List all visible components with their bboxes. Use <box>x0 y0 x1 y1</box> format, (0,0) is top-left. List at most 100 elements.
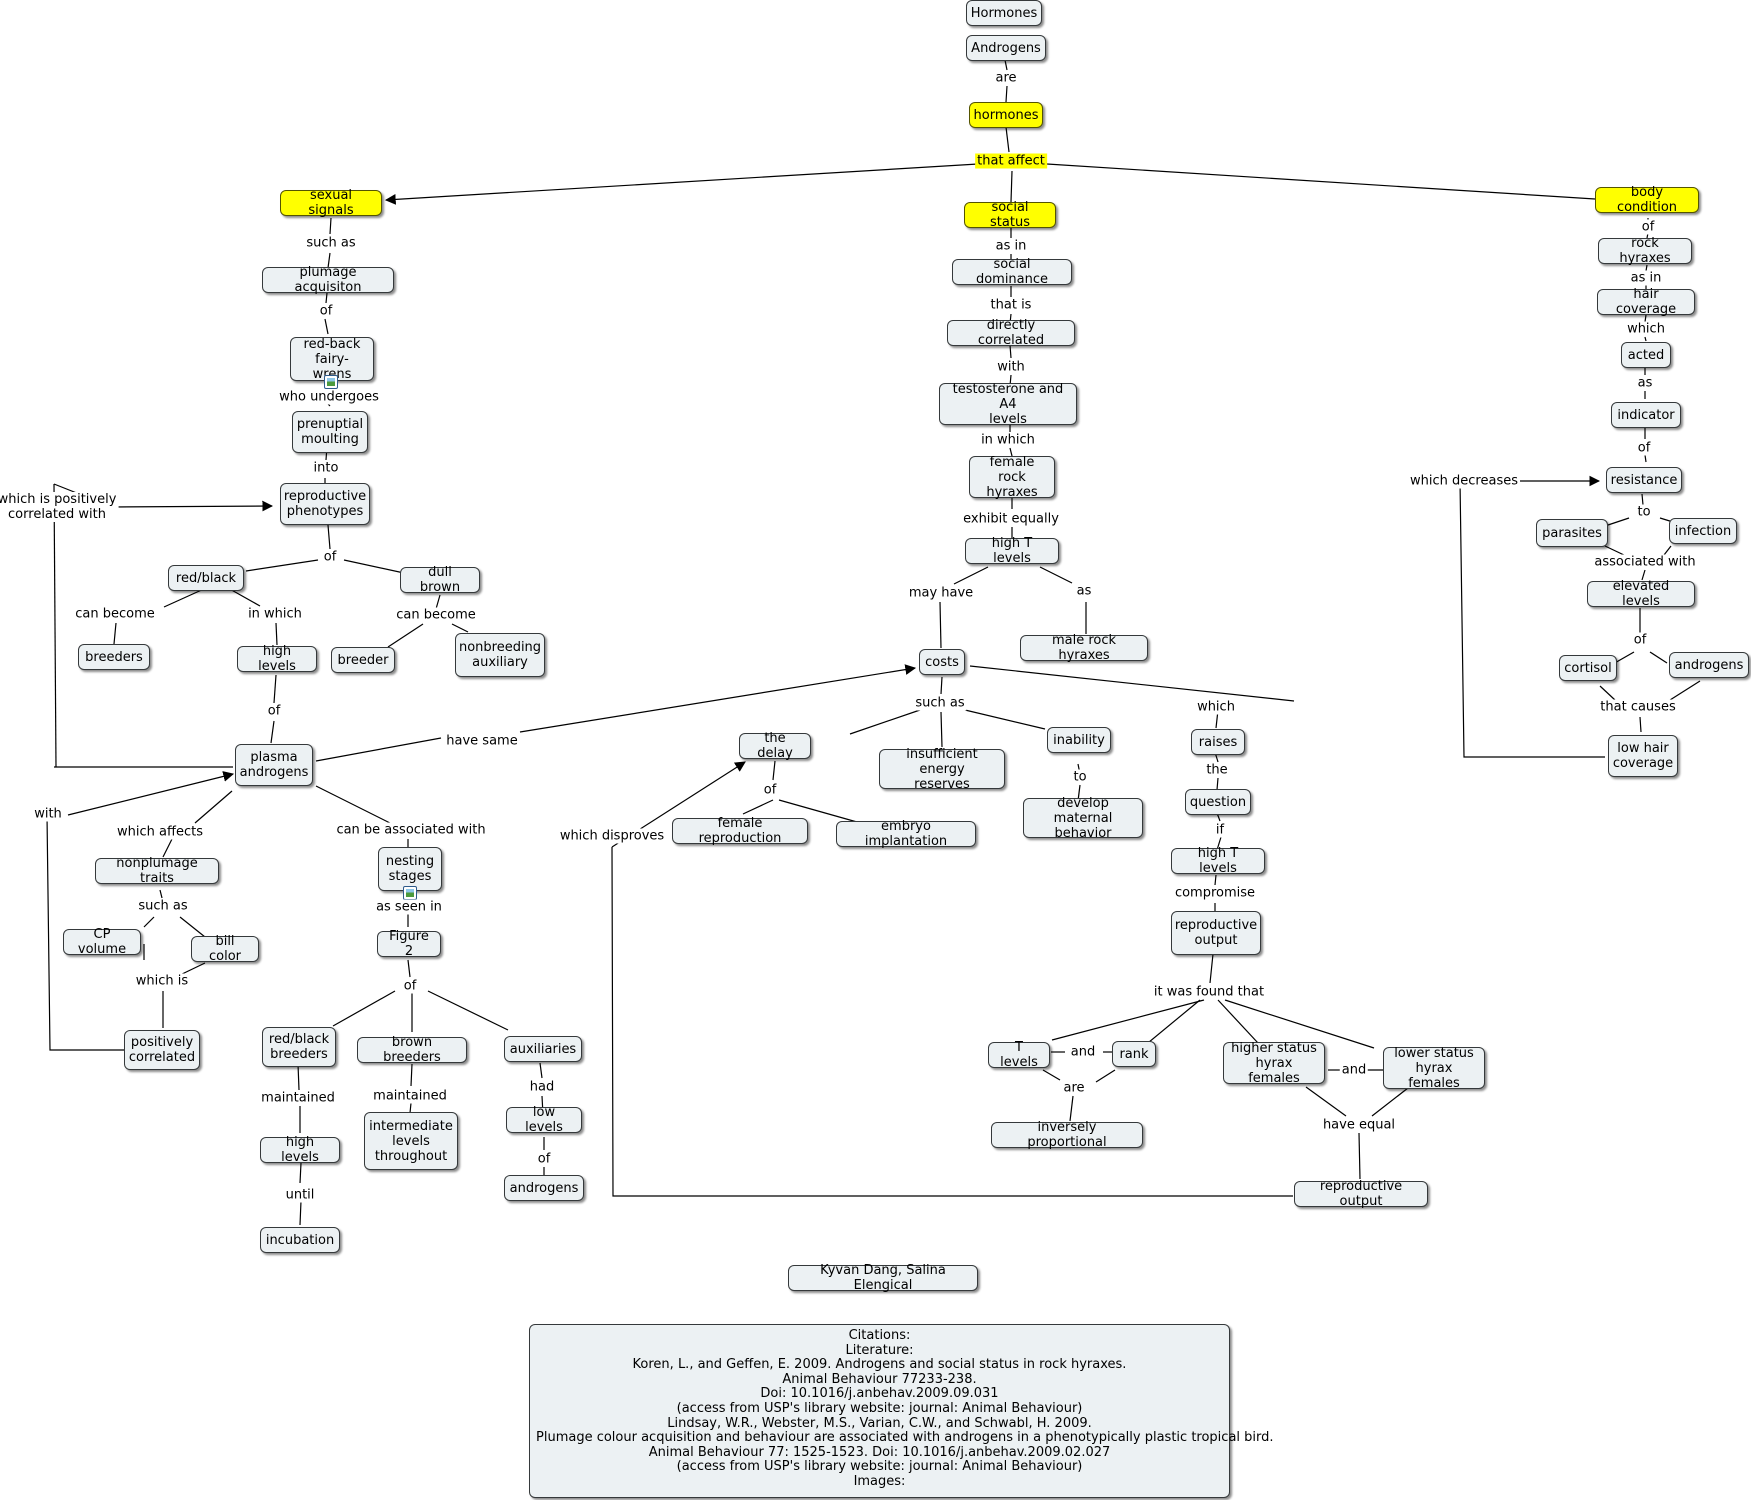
concept-female-reproduction[interactable]: female reproduction <box>672 816 808 846</box>
link-that-causes: that causes <box>1598 699 1678 715</box>
link-of: of <box>321 549 339 565</box>
concept-intermediate-levels[interactable]: intermediate levels throughout <box>364 1112 458 1170</box>
concept-social-status[interactable]: social status <box>964 200 1056 230</box>
concept-insufficient-energy[interactable]: insufficient energy reserves <box>879 747 1005 792</box>
citation-line: Citations: <box>848 1328 911 1343</box>
concept-reproductive-phenotypes[interactable]: reproductive phenotypes <box>280 483 370 525</box>
link-of: of <box>535 1151 553 1167</box>
citations-box: Citations: Literature: Koren, L., and Ge… <box>529 1324 1274 1498</box>
link-of: of <box>1639 219 1657 235</box>
concept-prenuptial-moulting[interactable]: prenuptial moulting <box>292 411 368 453</box>
citation-line: Literature: <box>845 1342 914 1358</box>
link-which: which <box>1195 699 1237 715</box>
concept-embryo-implantation[interactable]: embryo implantation <box>836 819 976 849</box>
concept-question[interactable]: question <box>1185 789 1251 815</box>
concept-auxiliaries[interactable]: auxiliaries <box>504 1036 582 1062</box>
concept-sexual-signals[interactable]: sexual signals <box>280 188 382 218</box>
concept-the-delay[interactable]: the delay <box>739 731 811 761</box>
concept-reproductive-output-2[interactable]: reproductive output <box>1294 1179 1428 1209</box>
concept-androgens[interactable]: Androgens <box>966 35 1046 61</box>
concept-nonbreeding-auxiliary[interactable]: nonbreeding auxiliary <box>455 633 545 677</box>
concept-androgens-right[interactable]: androgens <box>1669 652 1749 678</box>
concept-red-black[interactable]: red/black <box>168 565 244 591</box>
concept-nonplumage-traits[interactable]: nonplumage traits <box>95 856 219 886</box>
link-such-as: such as <box>136 898 190 914</box>
link-associated-with: associated with <box>1592 554 1698 570</box>
link-to: to <box>1071 769 1089 785</box>
link-may-have: may have <box>906 585 976 601</box>
concept-reproductive-output-1[interactable]: reproductive output <box>1171 911 1261 955</box>
link-with: with <box>995 359 1027 375</box>
concept-incubation[interactable]: incubation <box>260 1227 340 1253</box>
concept-inability[interactable]: inability <box>1047 727 1111 753</box>
concept-positively-correlated[interactable]: positively correlated <box>124 1030 200 1070</box>
concept-dull-brown[interactable]: dull brown <box>400 565 480 595</box>
concept-low-levels[interactable]: low levels <box>506 1105 582 1135</box>
concept-female-rock-hyraxes[interactable]: female rock hyraxes <box>969 455 1055 500</box>
concept-inversely-proportional[interactable]: inversely proportional <box>991 1120 1143 1150</box>
concept-lower-status[interactable]: lower status hyrax females <box>1383 1046 1485 1091</box>
link-are: are <box>1061 1080 1087 1096</box>
link-into: into <box>311 460 341 476</box>
concept-social-dominance[interactable]: social dominance <box>952 257 1072 287</box>
concept-low-hair-coverage[interactable]: low hair coverage <box>1608 735 1678 777</box>
image-attachment-icon[interactable] <box>403 886 417 900</box>
concept-plasma-androgens[interactable]: plasma androgens <box>235 744 313 786</box>
citation-line: Images: <box>853 1473 906 1489</box>
concept-t-levels[interactable]: T levels <box>988 1040 1050 1070</box>
concept-indicator[interactable]: indicator <box>1611 402 1681 428</box>
concept-high-levels-1[interactable]: high levels <box>237 644 317 674</box>
concept-bill-color[interactable]: bill color <box>191 934 259 964</box>
concept-parasites[interactable]: parasites <box>1536 519 1608 547</box>
concept-red-black-breeders[interactable]: red/black breeders <box>262 1027 336 1067</box>
link-exhibit-equally: exhibit equally <box>961 511 1061 527</box>
concept-plumage-acquisition[interactable]: plumage acquisiton <box>262 265 394 295</box>
concept-raises[interactable]: raises <box>1191 729 1245 755</box>
link-can-become: can become <box>394 607 478 623</box>
concept-hair-coverage[interactable]: hair coverage <box>1597 287 1695 317</box>
concept-infection[interactable]: infection <box>1669 518 1737 544</box>
concept-costs[interactable]: costs <box>919 649 965 675</box>
concept-breeders[interactable]: breeders <box>78 644 150 670</box>
concept-directly-correlated[interactable]: directly correlated <box>947 318 1075 348</box>
concept-high-t-levels-1[interactable]: high T levels <box>965 536 1059 566</box>
concept-nesting-stages[interactable]: nesting stages <box>378 847 442 891</box>
citation-line: Animal Behaviour 77233-238. <box>782 1371 977 1387</box>
author-credits: Kyvan Dang, Salina Elengical <box>788 1263 978 1293</box>
concept-rock-hyraxes[interactable]: rock hyraxes <box>1598 236 1692 266</box>
concept-higher-status[interactable]: higher status hyrax females <box>1223 1041 1325 1086</box>
concept-androgens-bottom[interactable]: androgens <box>504 1175 584 1201</box>
link-maintained: maintained <box>259 1090 337 1106</box>
citation-line: Lindsay, W.R., Webster, M.S., Varian, C.… <box>667 1415 1092 1431</box>
link-which-disproves: which disproves <box>557 828 667 844</box>
concept-hormones-root[interactable]: Hormones <box>966 0 1042 26</box>
citation-line: (access from USP's library website: jour… <box>676 1459 1083 1475</box>
concept-breeder[interactable]: breeder <box>331 647 395 673</box>
link-maintained: maintained <box>371 1088 449 1104</box>
concept-brown-breeders[interactable]: brown breeders <box>357 1035 467 1065</box>
link-and: and <box>1339 1062 1369 1078</box>
concept-cp-volume[interactable]: CP volume <box>63 927 141 957</box>
concept-elevated-levels[interactable]: elevated levels <box>1587 579 1695 609</box>
concept-high-levels-2[interactable]: high levels <box>260 1135 340 1165</box>
link-that-is: that is <box>988 297 1034 313</box>
concept-resistance[interactable]: resistance <box>1606 467 1682 493</box>
concept-testosterone-a4[interactable]: testosterone and A4 levels <box>939 382 1077 427</box>
concept-high-t-levels-2[interactable]: high T levels <box>1171 846 1265 876</box>
concept-body-condition[interactable]: body condition <box>1595 185 1699 215</box>
citation-line: Animal Behaviour 77: 1525-1523. Doi: 10.… <box>648 1444 1111 1460</box>
citation-line: Koren, L., and Geffen, E. 2009. Androgen… <box>632 1357 1127 1373</box>
concept-acted[interactable]: acted <box>1621 342 1671 368</box>
concept-figure-2[interactable]: Figure 2 <box>377 929 441 959</box>
link-of: of <box>1631 632 1649 648</box>
link-are: are <box>993 70 1019 86</box>
concept-hormones-highlighted[interactable]: hormones <box>969 102 1043 128</box>
concept-rank[interactable]: rank <box>1112 1041 1156 1067</box>
link-which-is: which is <box>133 973 191 989</box>
concept-cortisol[interactable]: cortisol <box>1559 655 1617 681</box>
concept-develop-maternal[interactable]: develop maternal behavior <box>1023 796 1143 841</box>
concept-male-rock-hyraxes[interactable]: male rock hyraxes <box>1020 633 1148 663</box>
image-attachment-icon[interactable] <box>324 375 338 389</box>
